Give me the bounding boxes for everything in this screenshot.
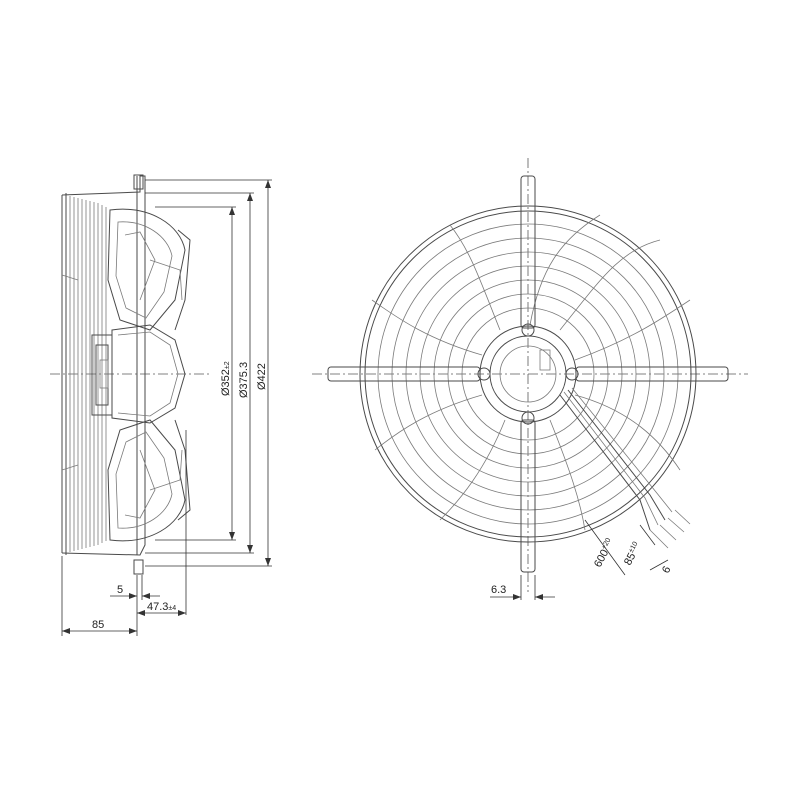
dim-cable-length-600: 600+20	[592, 537, 617, 569]
front-motor-hub	[477, 323, 579, 425]
dim-wire-strip-6: 6	[660, 564, 673, 575]
side-blades	[107, 208, 191, 542]
dim-diameter-375: Ø375.3	[238, 362, 250, 398]
side-vertical-dims	[145, 179, 272, 567]
dim-width-85: 85	[92, 619, 104, 631]
dim-width-47: 47.3±4	[147, 601, 176, 613]
front-cable-bundle	[559, 387, 691, 549]
front-guard-rings	[359, 205, 697, 543]
front-dims	[490, 519, 669, 600]
dim-cable-strip-85: 85±10	[622, 541, 644, 568]
side-motor-hub	[91, 324, 186, 424]
side-guard-grille	[61, 174, 146, 575]
front-view: 6.3 600+20 85±10 6	[312, 158, 748, 600]
side-horizontal-dims	[61, 430, 187, 636]
dim-diameter-352: Ø352±2	[220, 361, 232, 396]
front-cross-struts	[327, 175, 729, 573]
front-impeller-blades	[371, 214, 691, 531]
side-view: Ø352±2 Ø375.3 Ø422 5 47.3±4 85	[50, 174, 272, 636]
dim-strut-width-6-3: 6.3	[491, 584, 506, 596]
dim-diameter-422: Ø422	[256, 363, 268, 390]
dim-width-5: 5	[117, 584, 123, 596]
